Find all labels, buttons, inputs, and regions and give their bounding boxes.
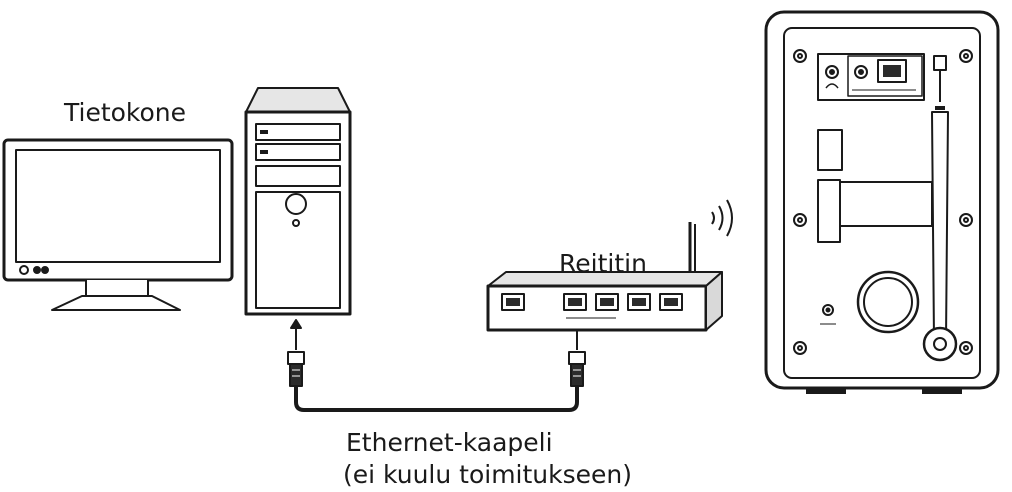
cable-label: Ethernet-kaapeli <box>346 428 553 457</box>
cable-note-label: (ei kuulu toimitukseen) <box>343 460 633 489</box>
router-icon <box>486 199 733 332</box>
computer-label: Tietokone <box>64 98 187 127</box>
ethernet-cable-icon <box>287 317 586 412</box>
router-label: Reititin <box>559 249 647 278</box>
tower-computer-icon <box>244 87 352 350</box>
monitor-icon <box>2 138 234 311</box>
radio-rear-icon <box>764 10 1000 394</box>
